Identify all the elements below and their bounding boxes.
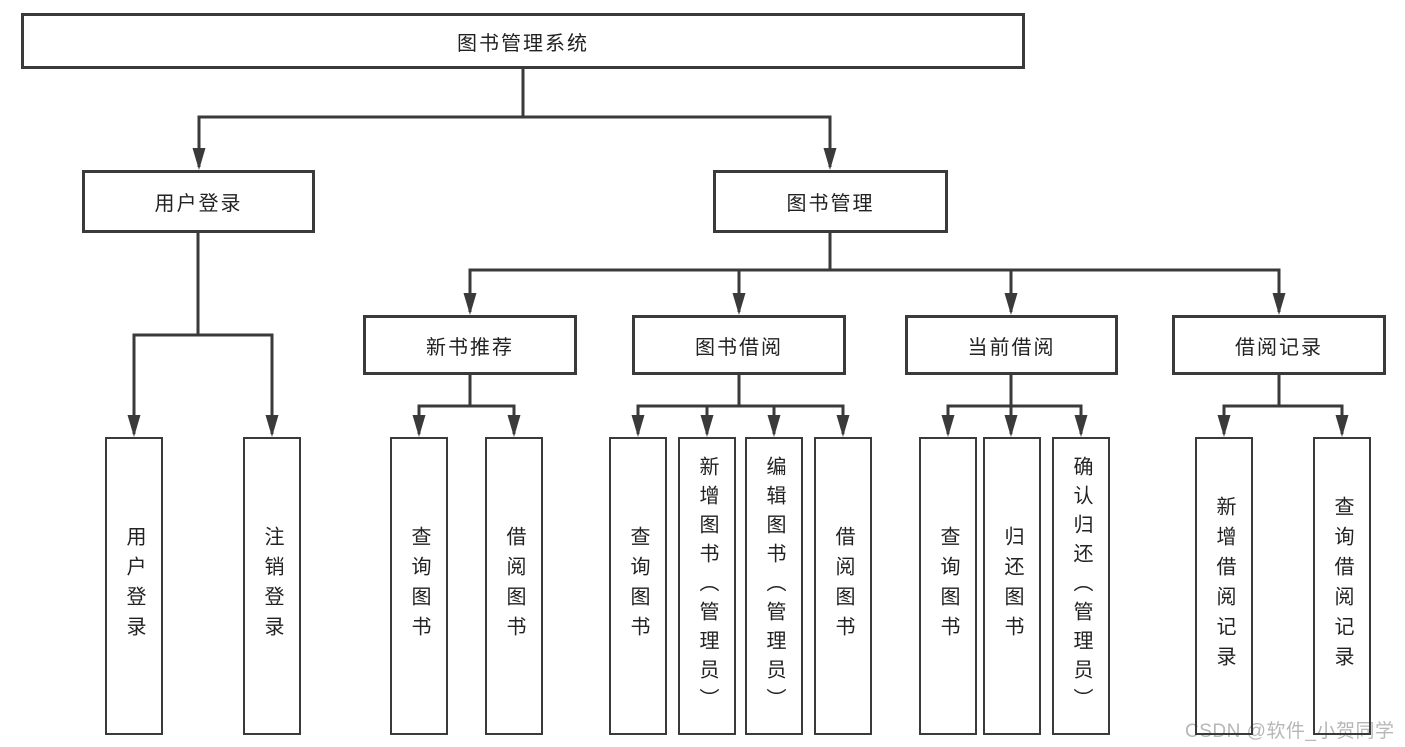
node-book-management-label: 图书管理 xyxy=(786,193,875,215)
node-query-books-current: 查询图书 xyxy=(919,437,977,735)
node-add-borrow-record-label: 新增借阅记录 xyxy=(1213,496,1235,676)
node-confirm-return-admin-label: 确认归还（管理员） xyxy=(1070,455,1092,717)
node-user-login-label: 用户登录 xyxy=(154,193,243,215)
node-borrow-books-recommend: 借阅图书 xyxy=(485,437,543,735)
node-return-books: 归还图书 xyxy=(983,437,1041,735)
node-user-login-leaf-label: 用户登录 xyxy=(123,526,145,646)
node-root: 图书管理系统 xyxy=(21,13,1025,69)
node-query-borrow-record-label: 查询借阅记录 xyxy=(1331,496,1353,676)
node-current-borrowing: 当前借阅 xyxy=(905,315,1118,375)
node-user-login: 用户登录 xyxy=(82,170,315,233)
node-borrow-books-borrowing: 借阅图书 xyxy=(814,437,872,735)
node-query-books-borrowing-label: 查询图书 xyxy=(627,526,649,646)
node-book-borrowing: 图书借阅 xyxy=(632,315,846,375)
node-borrow-books-borrowing-label: 借阅图书 xyxy=(832,526,854,646)
node-return-books-label: 归还图书 xyxy=(1001,526,1023,646)
node-borrow-books-recommend-label: 借阅图书 xyxy=(503,526,525,646)
node-add-borrow-record: 新增借阅记录 xyxy=(1195,437,1253,735)
node-add-books-admin: 新增图书（管理员） xyxy=(678,437,736,735)
node-new-book-recommend-label: 新书推荐 xyxy=(426,336,514,359)
node-edit-books-admin: 编辑图书（管理员） xyxy=(745,437,803,735)
node-book-management: 图书管理 xyxy=(713,170,948,233)
node-current-borrowing-label: 当前借阅 xyxy=(967,336,1056,359)
node-query-books-recommend: 查询图书 xyxy=(390,437,448,735)
node-confirm-return-admin: 确认归还（管理员） xyxy=(1052,437,1110,735)
node-book-borrowing-label: 图书借阅 xyxy=(695,336,783,359)
node-query-books-recommend-label: 查询图书 xyxy=(408,526,430,646)
csdn-watermark: CSDN @软件_小贺同学 xyxy=(1185,721,1395,742)
node-borrowing-records-label: 借阅记录 xyxy=(1235,336,1323,359)
node-borrowing-records: 借阅记录 xyxy=(1172,315,1386,375)
node-new-book-recommend: 新书推荐 xyxy=(363,315,577,375)
node-query-borrow-record: 查询借阅记录 xyxy=(1313,437,1371,735)
node-logout-login-label: 注销登录 xyxy=(261,526,283,646)
node-logout-login: 注销登录 xyxy=(243,437,301,735)
node-query-books-borrowing: 查询图书 xyxy=(609,437,667,735)
node-query-books-current-label: 查询图书 xyxy=(937,526,959,646)
node-root-label: 图书管理系统 xyxy=(457,32,589,55)
node-user-login-leaf: 用户登录 xyxy=(105,437,163,735)
node-add-books-admin-label: 新增图书（管理员） xyxy=(696,455,718,717)
node-edit-books-admin-label: 编辑图书（管理员） xyxy=(763,455,785,717)
